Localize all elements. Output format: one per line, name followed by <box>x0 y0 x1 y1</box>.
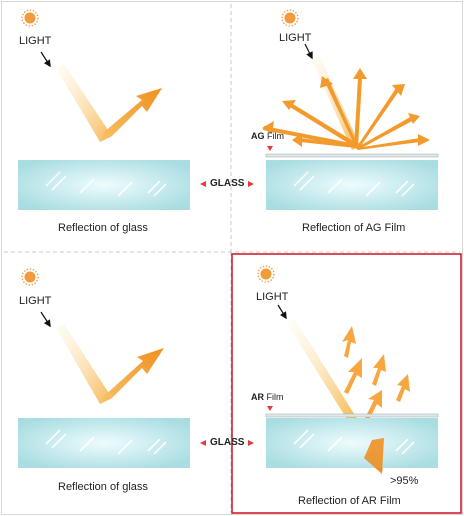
ag-film-layer <box>265 153 439 158</box>
light-pointer-arrow <box>40 51 51 68</box>
panel-top-right <box>262 9 439 210</box>
sun-icon <box>257 265 275 283</box>
glass-label-top: GLASS <box>210 178 245 189</box>
reflected-ray-arrow <box>100 88 162 142</box>
ag-film-marker <box>267 146 273 151</box>
sun-icon <box>21 9 39 27</box>
glass-shine-lines <box>293 171 415 197</box>
sun-icon <box>281 9 299 27</box>
ag-film-label: AG Film <box>251 131 284 141</box>
caption-ar-film: Reflection of AR Film <box>298 495 401 507</box>
panel-top-left <box>18 9 190 210</box>
caption-glass-bottom: Reflection of glass <box>58 481 148 493</box>
glass-shine-lines <box>45 429 167 455</box>
weak-reflection-arrows <box>342 326 410 426</box>
light-label: LIGHT <box>256 291 289 303</box>
caption-ag-film: Reflection of AG Film <box>302 222 406 234</box>
ar-film-label: AR Film <box>251 392 284 402</box>
glass-shine-lines <box>45 171 167 197</box>
light-pointer-arrow <box>40 311 51 328</box>
light-label: LIGHT <box>19 295 52 307</box>
reflected-ray-arrow <box>100 348 164 404</box>
glass-label-markers-bottom <box>200 440 254 446</box>
light-pointer-arrow <box>304 43 313 60</box>
highlight-frame <box>231 253 462 514</box>
transmitted-ray-tip <box>364 438 384 474</box>
light-label: LIGHT <box>19 35 52 47</box>
panel-bottom-right <box>231 253 462 514</box>
caption-glass-top: Reflection of glass <box>58 222 148 234</box>
ar-film-marker <box>267 406 273 411</box>
panel-bottom-left <box>18 268 190 468</box>
light-pointer-arrow <box>277 304 287 320</box>
glass-label-bottom: GLASS <box>210 437 245 448</box>
light-label: LIGHT <box>279 32 312 44</box>
incident-ray <box>56 324 112 404</box>
sun-icon <box>21 268 39 286</box>
ar-film-layer <box>265 413 439 418</box>
glass-label-markers-top <box>200 181 254 187</box>
scattered-reflection-arrows <box>262 68 430 150</box>
transmission-percent: >95% <box>390 475 419 487</box>
incident-ray <box>56 64 112 142</box>
